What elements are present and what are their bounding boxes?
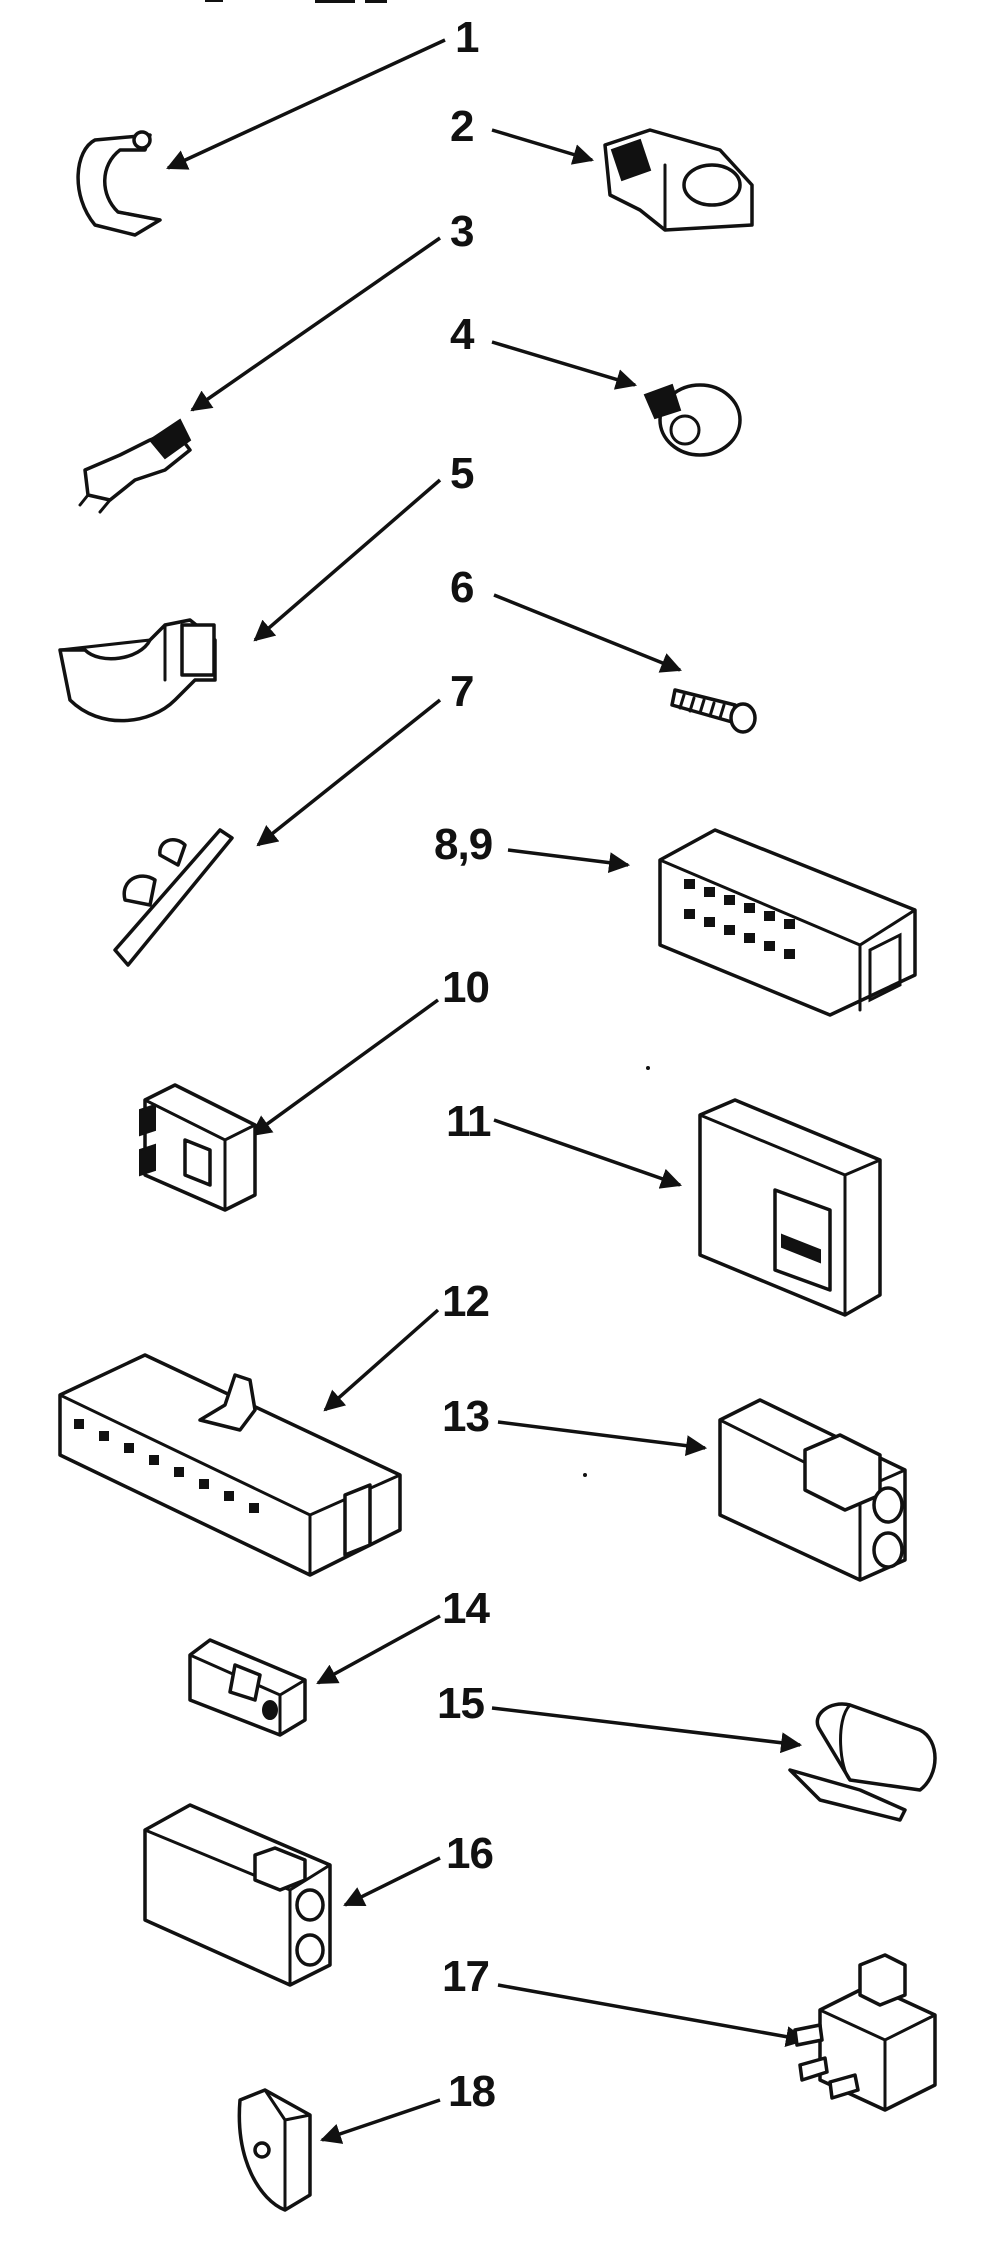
leader-6 — [493, 593, 682, 673]
callout-1: 1 — [455, 13, 480, 62]
callout-5: 5 — [450, 449, 475, 498]
leader-lines — [166, 38, 808, 2144]
part-7-retainer — [113, 828, 234, 967]
leader-2 — [491, 128, 595, 165]
part-3-wire-clip — [78, 418, 192, 514]
callout-10: 10 — [442, 963, 490, 1012]
part-14-plug — [188, 1638, 307, 1737]
part-15-spring-clip — [788, 1702, 937, 1822]
part-16-connector — [143, 1803, 332, 1987]
callout-12: 12 — [442, 1277, 490, 1326]
callout-3: 3 — [450, 207, 475, 256]
part-2-bracket — [603, 128, 754, 232]
speck-mark — [646, 1066, 650, 1070]
callout-6: 6 — [450, 563, 475, 612]
leader-15 — [491, 1706, 803, 1754]
part-5-clamp — [58, 618, 217, 723]
part-10-connector — [139, 1083, 257, 1212]
part-1-c-clip — [76, 130, 162, 237]
part-18-side-clip — [237, 2088, 312, 2212]
leader-4 — [491, 340, 638, 390]
callout-11: 11 — [446, 1097, 492, 1146]
callout-17: 17 — [442, 1952, 490, 2001]
part-11-connector — [698, 1098, 882, 1317]
leader-17 — [497, 1983, 808, 2048]
part-12-terminal-block — [58, 1353, 402, 1577]
callout-2: 2 — [450, 102, 475, 151]
callout-7: 7 — [450, 667, 475, 716]
callout-15: 15 — [437, 1679, 485, 1728]
leader-12 — [323, 1308, 440, 1412]
leader-16 — [343, 1856, 441, 1907]
speck-mark — [583, 1473, 587, 1477]
leader-13 — [497, 1420, 708, 1457]
leader-7 — [256, 698, 442, 847]
part-8-9-housing — [658, 828, 917, 1017]
callout-13: 13 — [442, 1392, 490, 1441]
leader-18 — [320, 2098, 441, 2144]
callout-16: 16 — [446, 1829, 494, 1878]
leader-14 — [316, 1614, 441, 1685]
callout-14: 14 — [442, 1584, 490, 1633]
leader-8-9 — [507, 848, 631, 874]
clipped-heading-mark — [205, 0, 387, 3]
leader-5 — [253, 478, 442, 642]
part-17-terminal-block — [793, 1953, 937, 2112]
leader-1 — [166, 38, 446, 170]
leader-11 — [493, 1118, 682, 1189]
callout-18: 18 — [448, 2067, 496, 2116]
leader-3 — [190, 236, 441, 412]
callout-8-9: 8,9 — [434, 820, 493, 869]
part-6-screw — [670, 688, 757, 734]
callout-4: 4 — [450, 310, 475, 359]
part-4-grommet — [643, 383, 742, 457]
part-13-connector — [718, 1398, 907, 1582]
leader-10 — [250, 998, 440, 1137]
